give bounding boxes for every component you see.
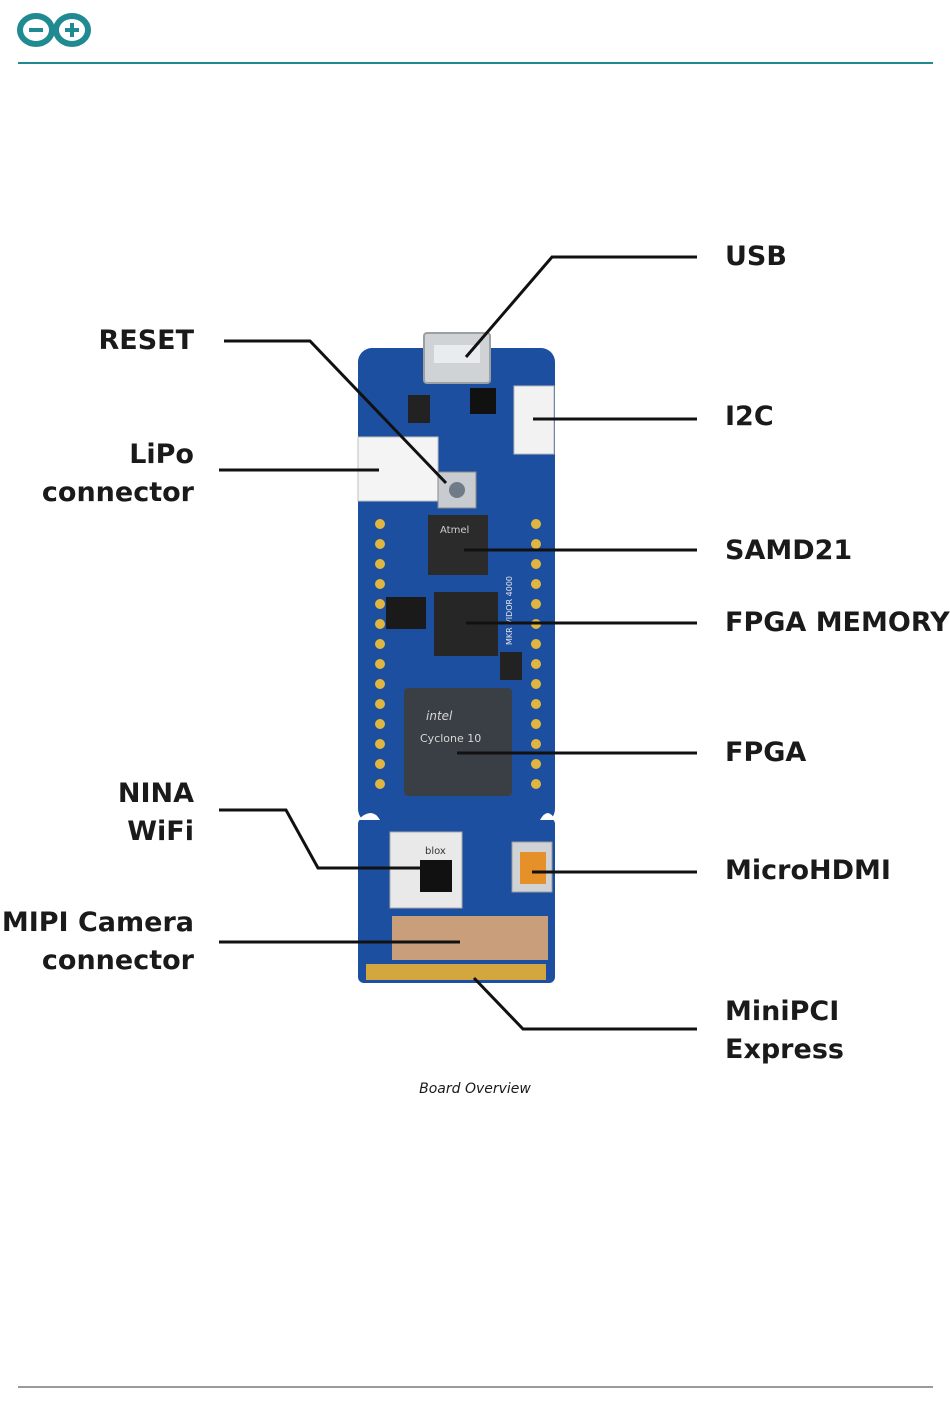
chip-atmel-text: Atmel [440, 525, 469, 536]
chip-cyclone-text: Cyclone 10 [420, 732, 481, 745]
silkscreen-text: MKR VIDOR 4000 [505, 576, 514, 645]
leader-minipci [474, 978, 697, 1029]
label-fpga-memory: FPGA MEMORY [725, 604, 950, 642]
label-mipi-camera-connector: MIPI Camera connector [2, 904, 194, 980]
label-minipci-express: MiniPCI Express [725, 993, 844, 1069]
label-reset: RESET [98, 322, 194, 360]
label-lipo-connector: LiPo connector [42, 436, 194, 512]
label-usb: USB [725, 238, 787, 276]
figure-caption: Board Overview [0, 1081, 950, 1097]
chip-ublox-text: blox [425, 846, 446, 857]
label-microhdmi: MicroHDMI [725, 852, 891, 890]
label-nina-wifi: NINA WiFi [118, 775, 194, 851]
footer-rule [18, 1386, 933, 1388]
label-i2c: I2C [725, 398, 774, 436]
label-samd21: SAMD21 [725, 532, 852, 570]
board-photo: Atmel intel Cyclone 10 blox MKR VIDOR 40… [358, 333, 555, 983]
label-fpga: FPGA [725, 734, 806, 772]
chip-intel-text: intel [426, 709, 453, 723]
leader-usb [466, 257, 697, 357]
